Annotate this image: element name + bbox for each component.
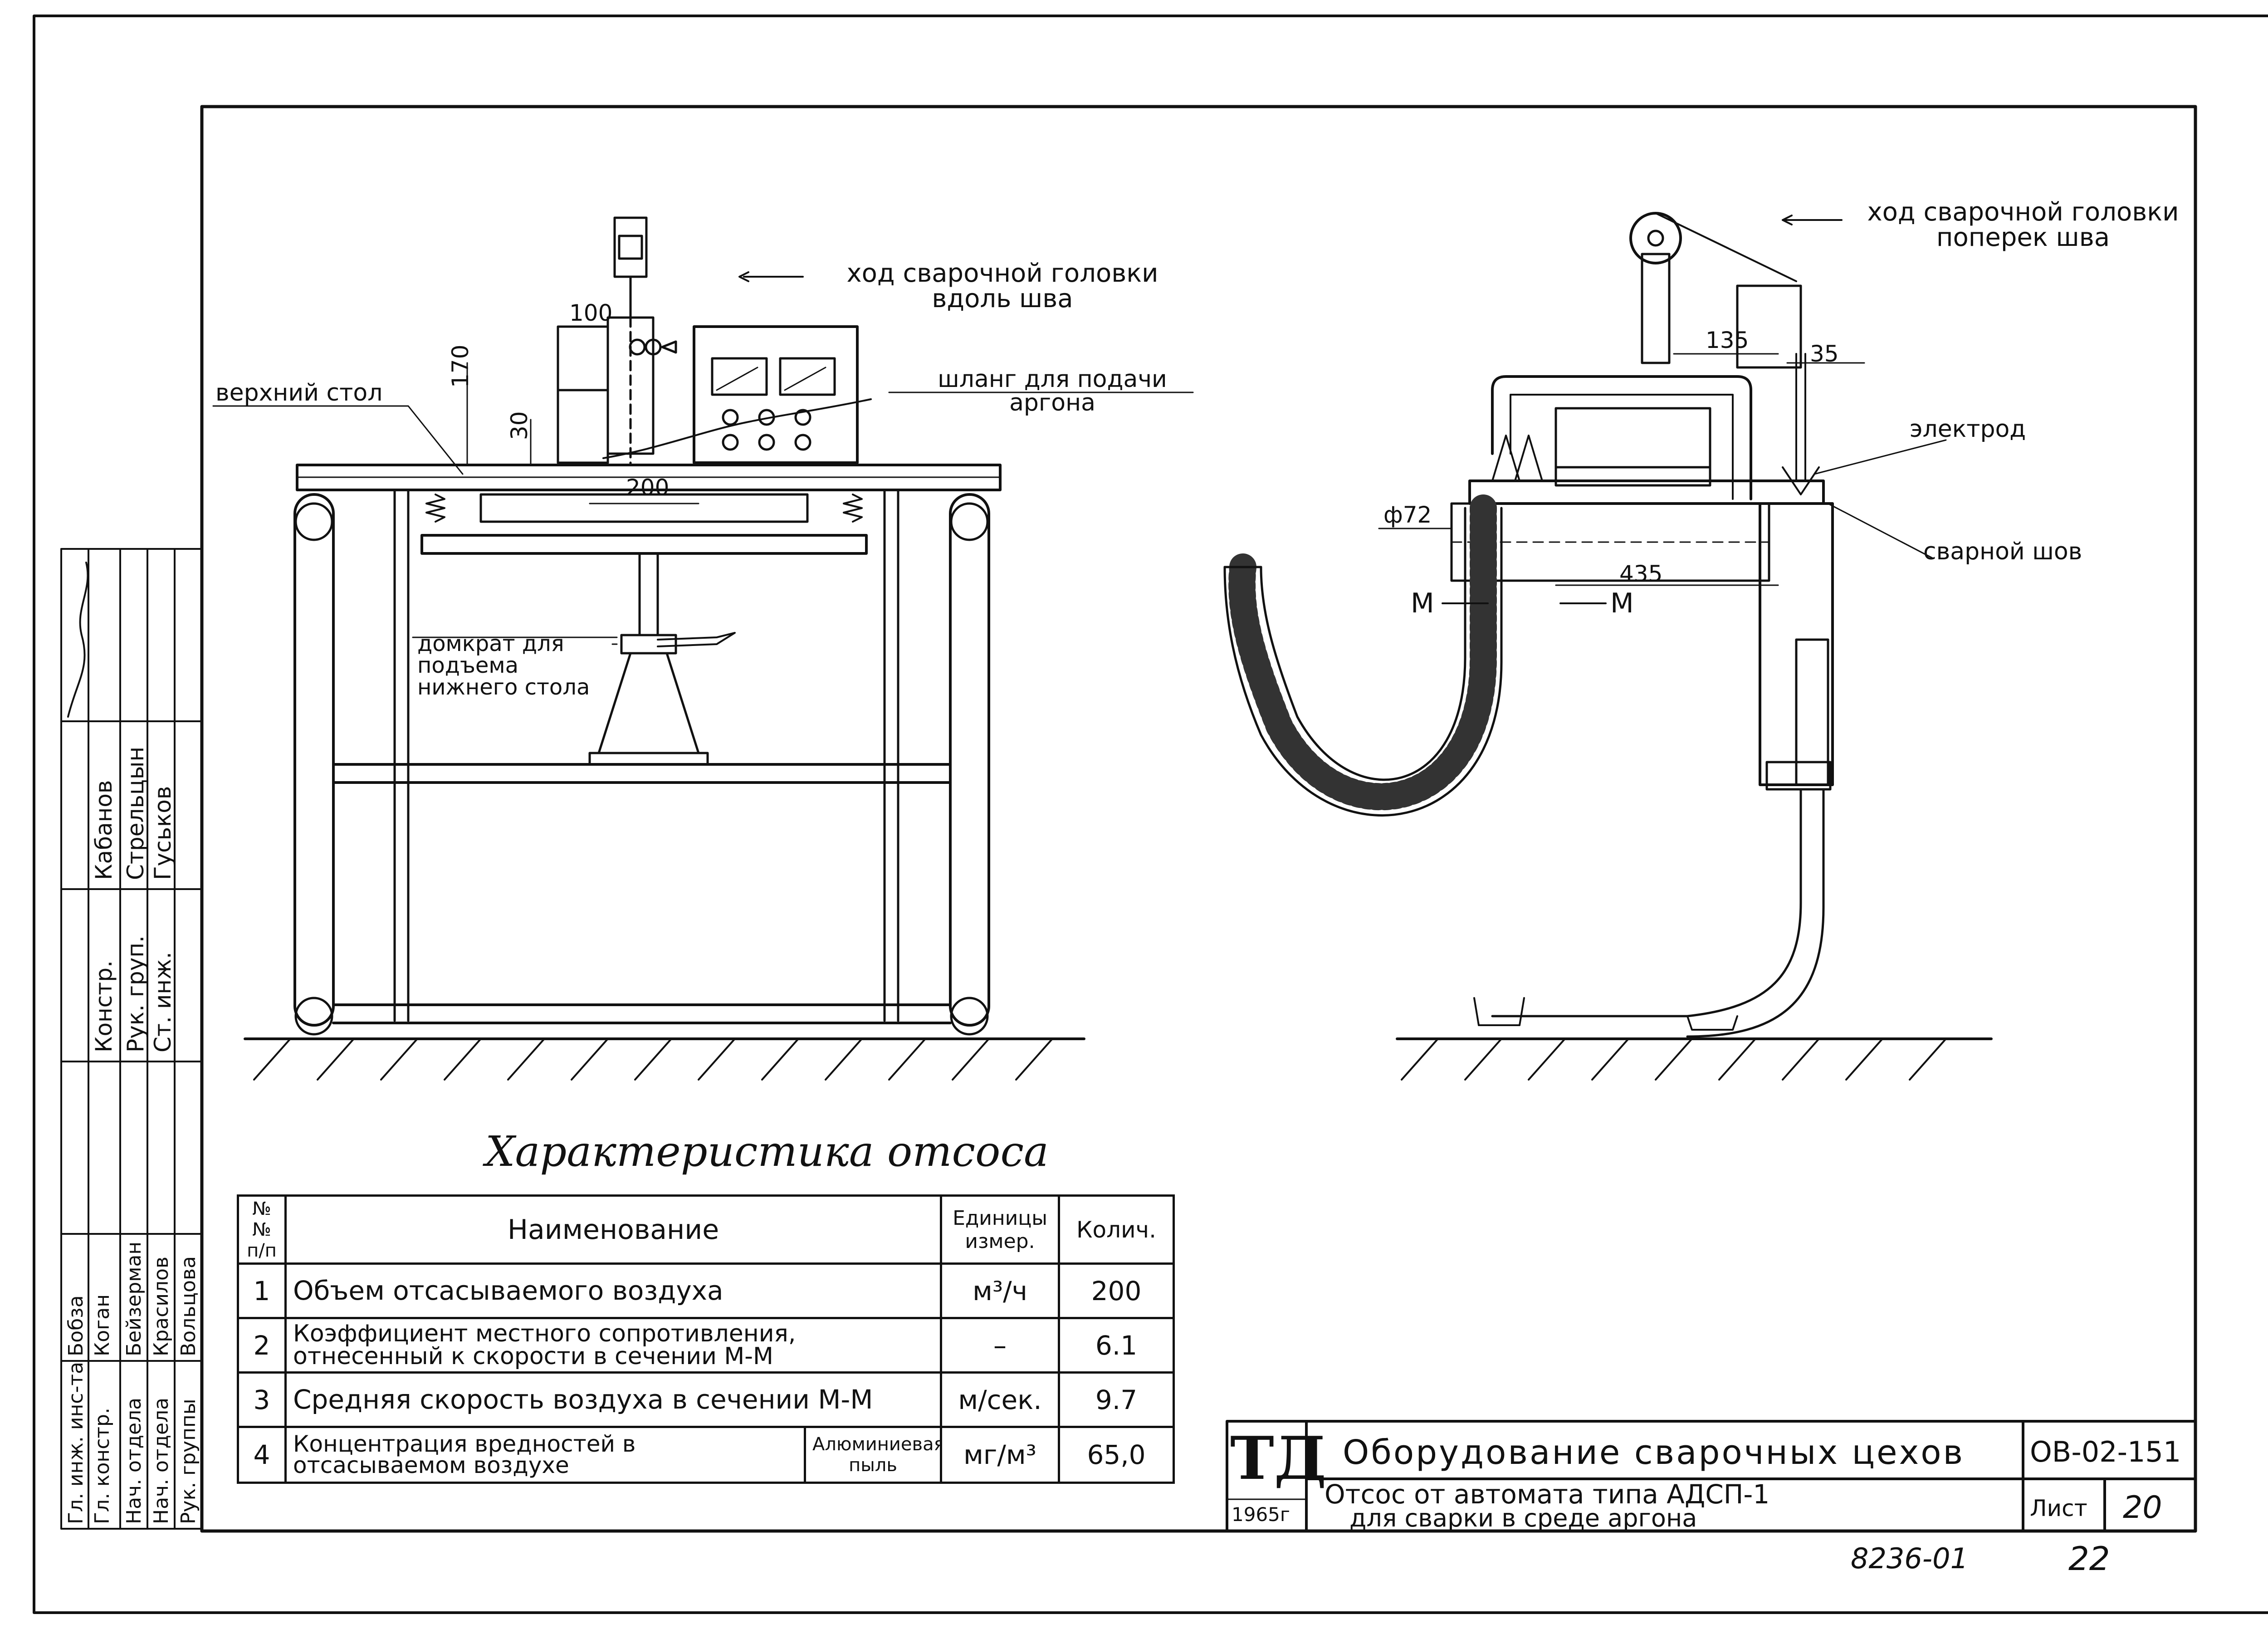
sheet-border [33,15,2268,1614]
table-header-row: №№ п/п Наименование Единицы измер. Колич… [237,1194,1175,1265]
label-upper-table: верхний стол [215,379,383,406]
sheet-number: 20 [2123,1490,2162,1526]
stamp-role-b4: Нач. отдела [150,1397,173,1524]
dim-435: 435 [1619,561,1663,587]
row-substance: Алюминиевая пыль [803,1426,943,1484]
row-num: 1 [237,1262,287,1319]
table-row: 2 Коэффициент местного сопротивления, от… [237,1317,1175,1374]
stamp-name-b2: Коган [91,1294,114,1356]
row-name: Коэффициент местного сопротивления, отне… [284,1317,943,1374]
label-weld: сварной шов [1923,538,2082,565]
characteristics-table: №№ п/п Наименование Единицы измер. Колич… [237,1194,1175,1484]
logo-td: ТД [1230,1424,1327,1493]
row-num: 4 [237,1426,287,1484]
row-num: 2 [237,1317,287,1374]
table-row: 3 Средняя скорость воздуха в сечении М-М… [237,1371,1175,1428]
label-head-travel-right: ход сварочной головки поперек шва [1867,197,2179,252]
table-row: 1 Объем отсасываемого воздуха м³/ч 200 [237,1262,1175,1319]
stamp-name-3: Гуськов [150,786,176,880]
dim-d72: ф72 [1383,502,1432,528]
row-name: Средняя скорость воздуха в сечении М-М [284,1371,943,1428]
stamp-name-b4: Красилов [150,1257,173,1356]
stamp-role-b1: Гл. инж. инс-та [64,1362,88,1524]
section-mark-m-right: М [1610,587,1634,619]
dim-30: 30 [506,411,533,440]
flex-hose [1228,494,1497,811]
header-qty: Колич. [1058,1194,1175,1265]
label-jack: домкрат для подъема нижнего стола [417,631,590,700]
title-block-grid [1226,1420,2197,1532]
dim-35: 35 [1810,341,1839,367]
row-unit: м/сек. [940,1371,1061,1428]
table-title: Характеристика отсоса [485,1127,1049,1176]
row-unit: м³/ч [940,1262,1061,1319]
label-argon-hose: шланг для подачи аргона [938,366,1167,416]
row-name: Концентрация вредностей в отсасываемом в… [284,1426,806,1484]
stamp-role-b2: Гл. констр. [91,1408,114,1524]
row-num: 3 [237,1371,287,1428]
right-view-extractor [1223,212,1993,1081]
stamp-name-b3: Бейзерман [122,1241,146,1356]
side-stamp-grid [60,548,203,1530]
dim-100: 100 [569,300,613,326]
dim-135: 135 [1706,327,1749,353]
title-line-2b: для сварки в среде аргона [1349,1504,1697,1532]
sheet-label: Лист [2030,1495,2087,1521]
row-unit: мг/м³ [940,1426,1061,1484]
stamp-name-2: Стрельцын [122,746,149,880]
label-head-travel-left: ход сварочной головки вдоль шва [846,259,1158,313]
stamp-role-b3: Нач. отдела [122,1397,146,1524]
title-line-1: Оборудование сварочных цехов [1343,1433,1965,1472]
table-row: 4 Концентрация вредностей в отсасываемом… [237,1426,1175,1484]
stamp-name-b5: Вольцова [177,1256,200,1356]
stamp-name-b1: Бобза [64,1295,88,1356]
stamp-role-b5: Рук. группы [177,1399,200,1524]
dim-200: 200 [626,475,670,501]
doc-number: 8236-01 [1851,1542,1969,1575]
row-qty: 65,0 [1058,1426,1175,1484]
stamp-name-1: Кабанов [91,780,117,880]
row-qty: 9.7 [1058,1371,1175,1428]
row-name: Объем отсасываемого воздуха [284,1262,943,1319]
label-electrode: электрод [1910,416,2026,443]
page-number: 22 [2068,1540,2110,1578]
header-name: Наименование [284,1194,943,1265]
dim-170: 170 [447,344,474,388]
row-qty: 200 [1058,1262,1175,1319]
row-qty: 6.1 [1058,1317,1175,1374]
signature-mark [67,562,89,718]
left-view-table [212,216,1194,1081]
doc-code: ОВ-02-151 [2030,1435,2181,1468]
stamp-role-constr: Констр. [91,960,117,1052]
year: 1965г [1232,1503,1290,1526]
title-line-2a: Отсос от автомата типа АДСП-1 [1325,1479,1770,1510]
stamp-role-group: Рук. груп. [122,935,149,1052]
stamp-role-eng: Ст. инж. [150,952,176,1052]
section-mark-m-left: М [1411,587,1434,619]
header-unit: Единицы измер. [940,1194,1061,1265]
header-num: №№ п/п [237,1194,287,1265]
row-unit: – [940,1317,1061,1374]
